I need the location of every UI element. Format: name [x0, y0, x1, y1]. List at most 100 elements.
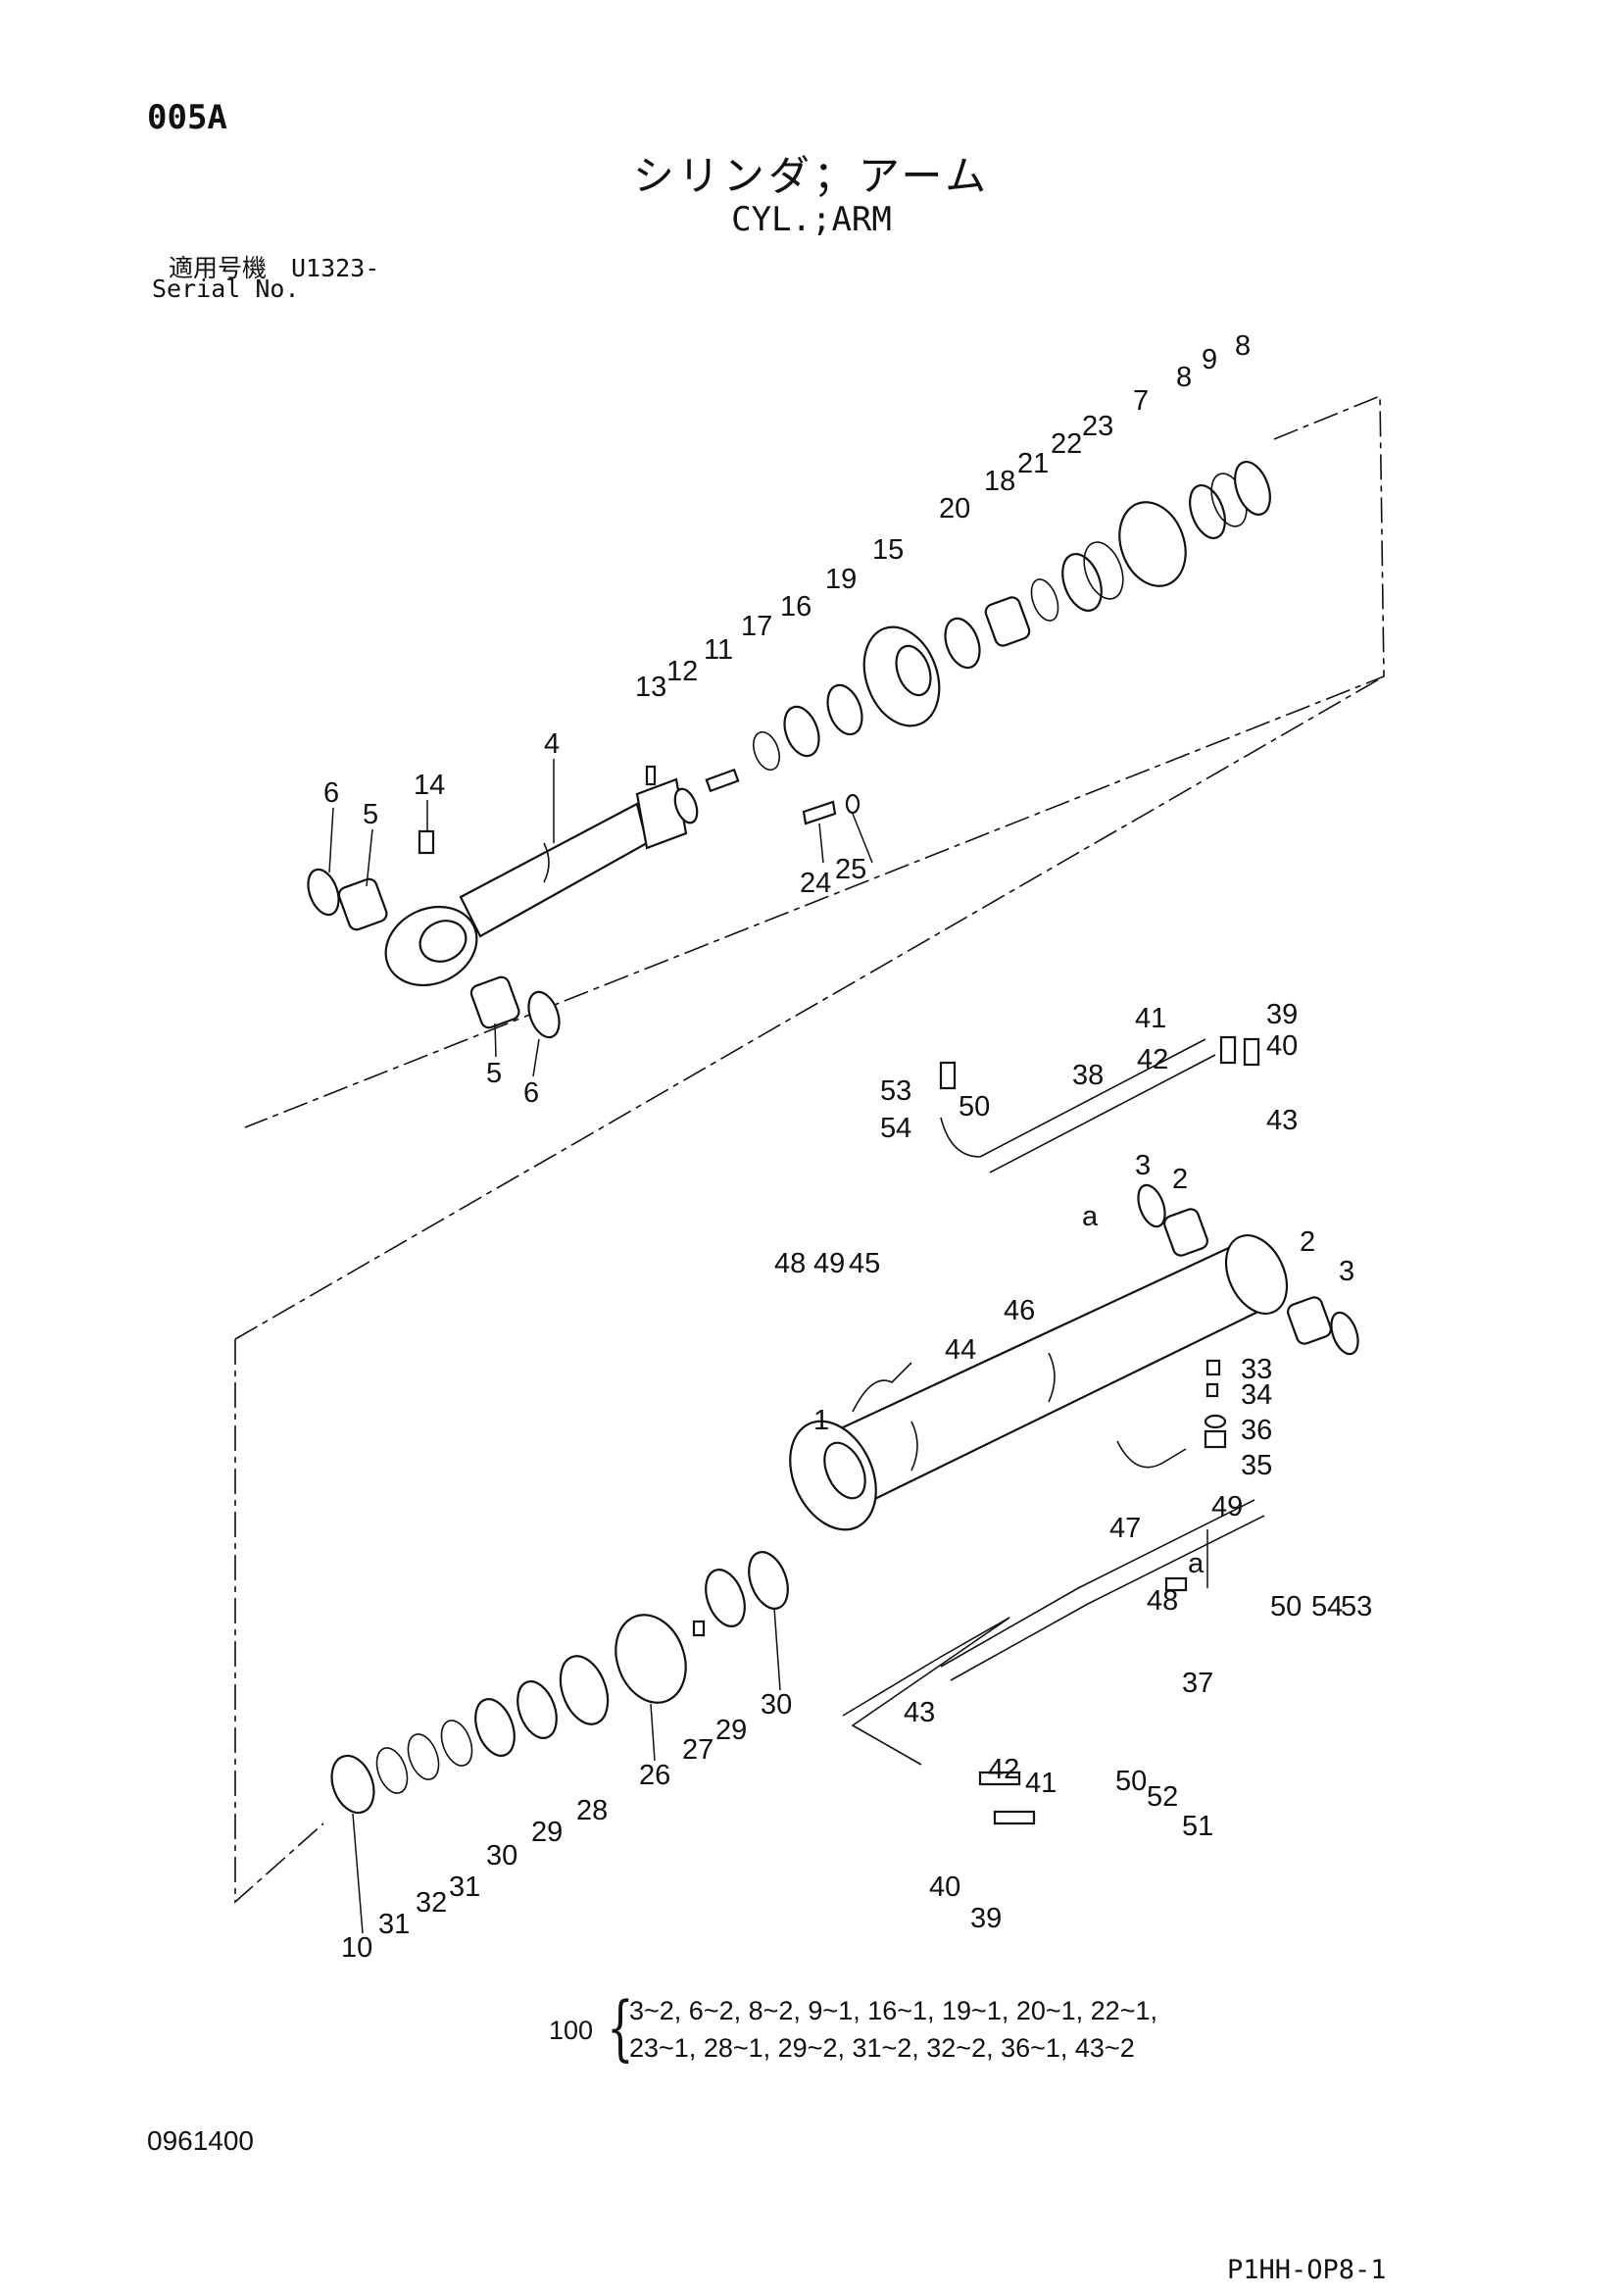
serial-label-japanese: 適用号機 U1323-: [169, 254, 380, 282]
callout-48: 48: [1147, 1585, 1178, 1617]
bolt-41b: [993, 1810, 1036, 1825]
seal-28: [559, 1655, 610, 1725]
callout-16: 16: [780, 591, 812, 623]
callout-48: 48: [774, 1248, 806, 1279]
callout-42: 42: [1137, 1044, 1168, 1075]
callout-a: a: [1082, 1201, 1099, 1232]
callout-25: 25: [835, 854, 866, 885]
callout-27: 27: [682, 1734, 713, 1766]
callout-36: 36: [1241, 1415, 1272, 1446]
callout-8: 8: [1176, 362, 1192, 393]
callout-34: 34: [1241, 1379, 1272, 1411]
leader-lines: [328, 759, 1208, 1934]
callout-15: 15: [872, 534, 904, 566]
callout-53: 53: [1341, 1591, 1372, 1622]
callout-17: 17: [741, 611, 772, 642]
callout-13: 13: [635, 672, 666, 703]
callout-20: 20: [939, 493, 970, 524]
bolt-53a: [939, 1061, 957, 1090]
callout-31: 31: [378, 1909, 410, 1940]
o-ring-32: [407, 1733, 440, 1780]
callout-45: 45: [849, 1248, 880, 1279]
callout-40: 40: [1266, 1030, 1298, 1062]
callout-5: 5: [486, 1058, 502, 1089]
title-english: CYL.;ARM: [731, 200, 892, 239]
pipe-38: [979, 1038, 1206, 1158]
rod-assembly: [307, 461, 1271, 1039]
dust-seal-6a: [307, 868, 340, 917]
ring-8a: [1189, 484, 1226, 539]
ring-31a: [375, 1747, 409, 1794]
kit-line-2: 23~1, 28~1, 29~2, 31~2, 32~2, 36~1, 43~2: [629, 2033, 1135, 2063]
ring-30b: [474, 1698, 516, 1757]
callout-23: 23: [1082, 411, 1113, 442]
callout-9: 9: [1202, 344, 1217, 375]
callout-33: 33: [1241, 1354, 1272, 1385]
callout-11: 11: [704, 634, 733, 666]
callout-29: 29: [531, 1817, 563, 1848]
callout-39: 39: [1266, 999, 1298, 1030]
page-code: 005A: [147, 98, 227, 137]
callout-24: 24: [800, 868, 831, 899]
callout-18: 18: [984, 466, 1015, 497]
callout-a: a: [1188, 1548, 1205, 1579]
ring-16: [783, 705, 820, 758]
callout-4: 4: [544, 728, 560, 760]
bushing-18: [984, 596, 1031, 647]
cylinder-tube-assembly: [789, 1035, 1359, 1825]
rod-eye-bore: [418, 920, 467, 963]
grease-fitting-14: [418, 829, 435, 855]
buffer-ring-22: [1061, 553, 1103, 612]
callout-38: 38: [1072, 1060, 1104, 1091]
bolt-39a: [1243, 1037, 1260, 1067]
callout-32: 32: [416, 1887, 447, 1919]
plug-35: [1204, 1429, 1227, 1449]
callout-10: 10: [341, 1932, 372, 1964]
callout-6: 6: [523, 1077, 539, 1109]
callout-41: 41: [1025, 1768, 1057, 1799]
callout-50: 50: [1270, 1591, 1302, 1622]
snap-ring-17: [753, 730, 780, 772]
cylinder-head-bore: [895, 644, 932, 697]
callout-30: 30: [486, 1840, 517, 1872]
callout-51: 51: [1182, 1811, 1213, 1842]
cylinder-tube-bore: [823, 1441, 866, 1500]
callout-2: 2: [1172, 1164, 1188, 1195]
set-screw-13: [645, 765, 657, 786]
callout-2: 2: [1300, 1226, 1315, 1258]
callout-43: 43: [1266, 1105, 1298, 1136]
plug-34: [1205, 1382, 1219, 1398]
dust-seal-3a: [1137, 1183, 1166, 1228]
callout-54: 54: [1311, 1591, 1343, 1622]
callout-44: 44: [945, 1334, 976, 1366]
callout-1: 1: [813, 1405, 829, 1436]
callout-31: 31: [449, 1872, 480, 1903]
ring-30a: [748, 1551, 789, 1610]
pipe-37-inner: [950, 1515, 1265, 1681]
bolt-24: [802, 800, 837, 825]
ring-19: [826, 683, 863, 736]
screw-11: [705, 768, 740, 793]
seal-23: [1083, 541, 1124, 600]
callout-19: 19: [825, 564, 857, 595]
callout-3: 3: [1135, 1150, 1151, 1181]
callout-14: 14: [414, 770, 445, 801]
callout-29: 29: [715, 1715, 747, 1746]
callout-41: 41: [1135, 1003, 1166, 1034]
document-number: 0961400: [147, 2125, 255, 2156]
bolt-41a: [1219, 1035, 1237, 1065]
washer-25: [845, 793, 861, 815]
bolt-39b: [978, 1771, 1021, 1786]
cylinder-tube: [812, 1243, 1276, 1512]
bushing-5b: [469, 975, 520, 1029]
piston-assembly: [330, 1551, 1010, 1815]
bushing-2a: [1163, 1208, 1208, 1257]
callout-3: 3: [1339, 1256, 1354, 1287]
callout-7: 7: [1133, 385, 1149, 417]
callout-40: 40: [929, 1872, 960, 1903]
callout-35: 35: [1241, 1450, 1272, 1481]
callout-46: 46: [1004, 1295, 1035, 1326]
callout-53: 53: [880, 1075, 911, 1107]
callout-49: 49: [1211, 1491, 1243, 1522]
